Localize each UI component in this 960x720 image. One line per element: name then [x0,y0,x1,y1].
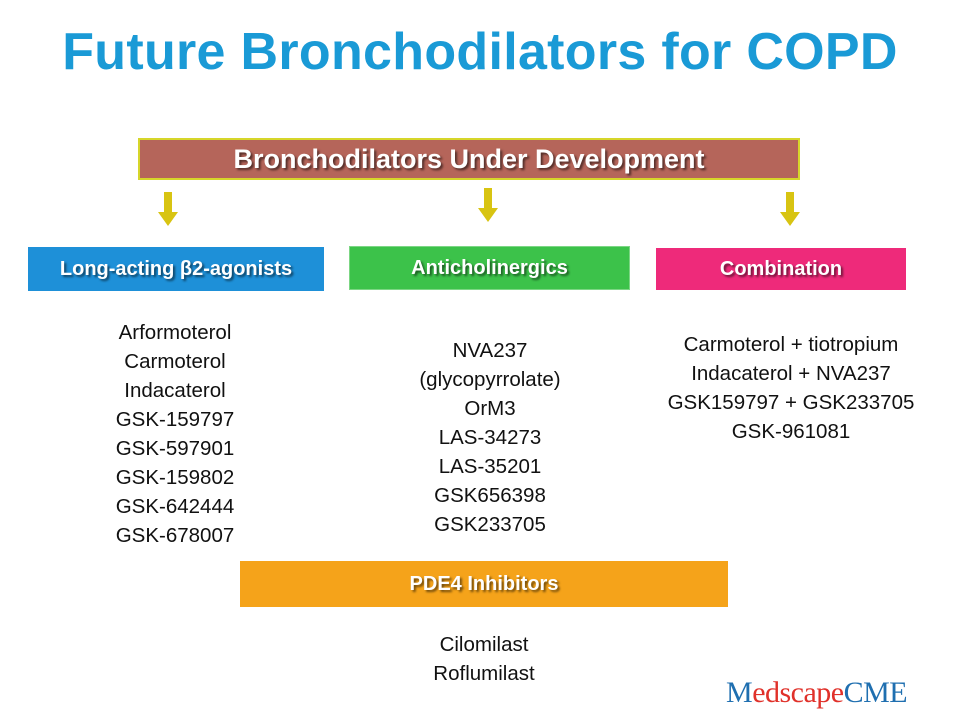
list-item: GSK-597901 [115,437,235,460]
medscape-cme-logo: MedscapeCME [726,676,908,709]
list-item: NVA237 [452,339,528,362]
anticholinergics-list: NVA237 (glycopyrrolate) OrM3 LAS-34273 L… [380,336,600,539]
list-item: Indacaterol + NVA237 [691,362,891,385]
beta2-agonists-list: Arformoterol Carmoterol Indacaterol GSK-… [50,318,300,550]
list-item: GSK159797 + GSK233705 [667,391,915,414]
down-arrow-icon [478,188,498,222]
category-box-pde4-inhibitors: PDE4 Inhibitors [240,561,728,607]
list-item: GSK-678007 [115,524,235,547]
list-item: GSK-961081 [731,420,851,443]
list-item: LAS-34273 [438,426,542,449]
category-label: Long-acting β2-agonists [59,257,293,280]
list-item: GSK-159802 [115,466,235,489]
list-item: Arformoterol [118,321,232,344]
list-item: Carmoterol [124,350,226,373]
combination-list: Carmoterol + tiotropium Indacaterol + NV… [636,330,946,446]
bronchodilators-header-label: Bronchodilators Under Development [233,143,705,174]
category-box-anticholinergics: Anticholinergics [349,246,630,290]
bronchodilators-header-box: Bronchodilators Under Development [138,138,800,180]
list-item: Indacaterol [124,379,226,402]
list-item: GSK233705 [434,513,546,536]
list-item: LAS-35201 [438,455,542,478]
page-title: Future Bronchodilators for COPD [62,23,898,81]
category-label: Combination [719,257,843,280]
list-item: GSK-642444 [115,495,235,518]
category-box-beta2-agonists: Long-acting β2-agonists [28,247,324,291]
category-label: PDE4 Inhibitors [409,572,559,595]
list-item: Carmoterol + tiotropium [683,333,899,356]
list-item: Roflumilast [433,662,535,685]
category-box-combination: Combination [656,248,906,290]
list-item: GSK656398 [434,484,546,507]
down-arrow-icon [780,192,800,226]
list-item: (glycopyrrolate) [419,368,561,391]
list-item: OrM3 [464,397,516,420]
down-arrow-icon [158,192,178,226]
category-label: Anticholinergics [411,256,568,279]
list-item: Cilomilast [439,633,529,656]
pde4-inhibitors-list: Cilomilast Roflumilast [384,630,584,688]
list-item: GSK-159797 [115,408,235,431]
